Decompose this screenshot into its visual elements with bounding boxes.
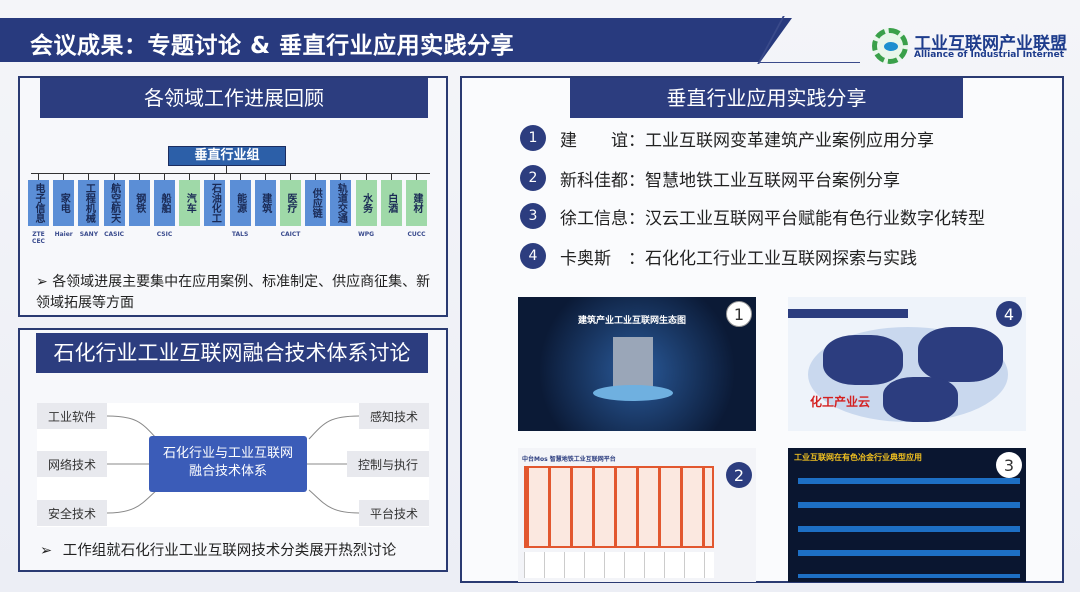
industry-box: 钢铁 (128, 180, 150, 226)
industry-box: 船舶 (154, 180, 175, 226)
practice-item: 4 卡奥斯 ：石化化工行业工业互联网探索与实践 (520, 243, 917, 269)
thumbnail-4: 化工产业云 4 (788, 297, 1026, 431)
node-platform-tech: 平台技术 (359, 500, 429, 526)
item-topic: 工业互联网变革建筑产业案例应用分享 (645, 130, 934, 151)
item-org: 卡奥斯 (560, 248, 628, 269)
tree-line (239, 173, 241, 180)
logo-text-cn: 工业互联网产业联盟 (914, 34, 1067, 54)
tree-line (290, 173, 291, 180)
thumbnail-number-badge: 3 (996, 452, 1022, 478)
industry-box: 医疗 (280, 180, 301, 226)
tech-panel-title: 石化行业工业互联网融合技术体系讨论 (36, 333, 428, 373)
practice-item: 2 新科佳都：智慧地铁工业互联网平台案例分享 (520, 165, 900, 191)
tree-line (365, 173, 367, 180)
practice-panel-title: 垂直行业应用实践分享 (570, 78, 963, 118)
tech-diagram: 工业软件 网络技术 安全技术 感知技术 控制与执行 平台技术 石化行业与工业互联… (37, 403, 429, 527)
node-industrial-software: 工业软件 (37, 403, 107, 429)
thumbnail-number-badge: 1 (726, 301, 752, 327)
thumbnail-2: 中台Mos 智慧地铁工业互联网平台 2 (518, 448, 756, 582)
industry-logo: CASIC (104, 231, 125, 238)
tree-line (390, 173, 392, 180)
thumbnail-1: 建筑产业工业互联网生态图 1 (518, 297, 756, 431)
industry-logo: Haier (54, 231, 73, 238)
industry-box: 电子信息 (28, 180, 49, 226)
tree-line (226, 166, 227, 173)
thumbnail-3: 工业互联网在有色冶金行业典型应用 3 (788, 448, 1026, 582)
industry-box: 家电 (53, 180, 75, 226)
header-bar (0, 18, 792, 62)
tree-line (416, 173, 417, 180)
tree-line (164, 173, 165, 180)
node-sensing-tech: 感知技术 (359, 403, 429, 429)
item-org: 徐工信息 (560, 208, 628, 229)
item-org: 新科佳都 (560, 170, 628, 191)
industry-logo: TALS (231, 231, 249, 238)
arrow-bullet-icon: ➢ (36, 274, 53, 290)
industry-box: 石油化工 (204, 180, 226, 226)
item-colon: ： (628, 248, 645, 269)
industry-logo: WPG (358, 231, 375, 238)
item-number-badge: 4 (520, 243, 546, 269)
industry-box: 建材 (406, 180, 427, 226)
slide-title: 会议成果：专题讨论 & 垂直行业应用实践分享 (30, 33, 515, 59)
industry-logo: CUCC (407, 231, 426, 238)
item-colon: ： (628, 130, 645, 151)
tree-line (38, 173, 39, 180)
industry-box: 轨道交通 (330, 180, 352, 226)
industry-box: 工程机械 (78, 180, 100, 226)
arrow-bullet-icon: ➢ (40, 543, 57, 559)
tree-line (189, 173, 191, 180)
item-topic: 汉云工业互联网平台赋能有色行业数字化转型 (645, 208, 985, 229)
industry-box: 供应链 (305, 180, 327, 226)
practice-item: 3 徐工信息：汉云工业互联网平台赋能有色行业数字化转型 (520, 203, 985, 229)
progress-panel-title: 各领域工作进展回顾 (40, 78, 428, 118)
tree-line (63, 173, 65, 180)
thumbnail-number-badge: 2 (726, 462, 752, 488)
practice-item: 1 建 谊：工业互联网变革建筑产业案例应用分享 (520, 125, 934, 151)
item-number-badge: 3 (520, 203, 546, 229)
node-network-tech: 网络技术 (37, 451, 107, 477)
industry-box: 汽车 (179, 180, 201, 226)
connector-lines (106, 415, 360, 514)
item-colon: ： (628, 208, 645, 229)
tree-line (31, 173, 430, 174)
logo-text-en: Alliance of Industrial Internet (914, 50, 1064, 60)
industry-box: 水务 (355, 180, 377, 226)
node-control-exec: 控制与执行 (347, 451, 429, 477)
industry-logo: SANY (79, 231, 99, 238)
item-topic: 石化化工行业工业互联网探索与实践 (645, 248, 917, 269)
item-topic: 智慧地铁工业互联网平台案例分享 (645, 170, 900, 191)
gear-logo-icon (872, 28, 908, 64)
tree-line (113, 173, 115, 180)
industry-logo: ZTE CEC (32, 231, 45, 245)
industry-box: 航空航天 (103, 180, 125, 226)
tree-line (138, 173, 140, 180)
tech-bullet: ➢ 工作组就石化行业工业互联网技术分类展开热烈讨论 (40, 543, 397, 559)
center-node: 石化行业与工业互联网融合技术体系 (149, 436, 307, 492)
tree-line (340, 173, 342, 180)
item-number-badge: 1 (520, 125, 546, 151)
tree-line (264, 173, 266, 180)
industry-logo: CSIC (156, 231, 173, 238)
item-number-badge: 2 (520, 165, 546, 191)
industry-box: 能源 (229, 180, 251, 226)
industry-logo: CAICT (280, 231, 301, 238)
tree-line (315, 173, 317, 180)
tree-line (88, 173, 90, 180)
thumbnail-number-badge: 4 (996, 301, 1022, 327)
item-colon: ： (628, 170, 645, 191)
tree-line (214, 173, 216, 180)
node-security-tech: 安全技术 (37, 500, 107, 526)
item-org: 建 谊 (560, 130, 628, 151)
industry-box: 白酒 (380, 180, 402, 226)
industry-box: 建筑 (254, 180, 276, 226)
divider (760, 62, 860, 63)
group-label: 垂直行业组 (168, 146, 286, 166)
progress-bullet: ➢ 各领域进展主要集中在应用案例、标准制定、供应商征集、新领域拓展等方面 (36, 274, 431, 311)
